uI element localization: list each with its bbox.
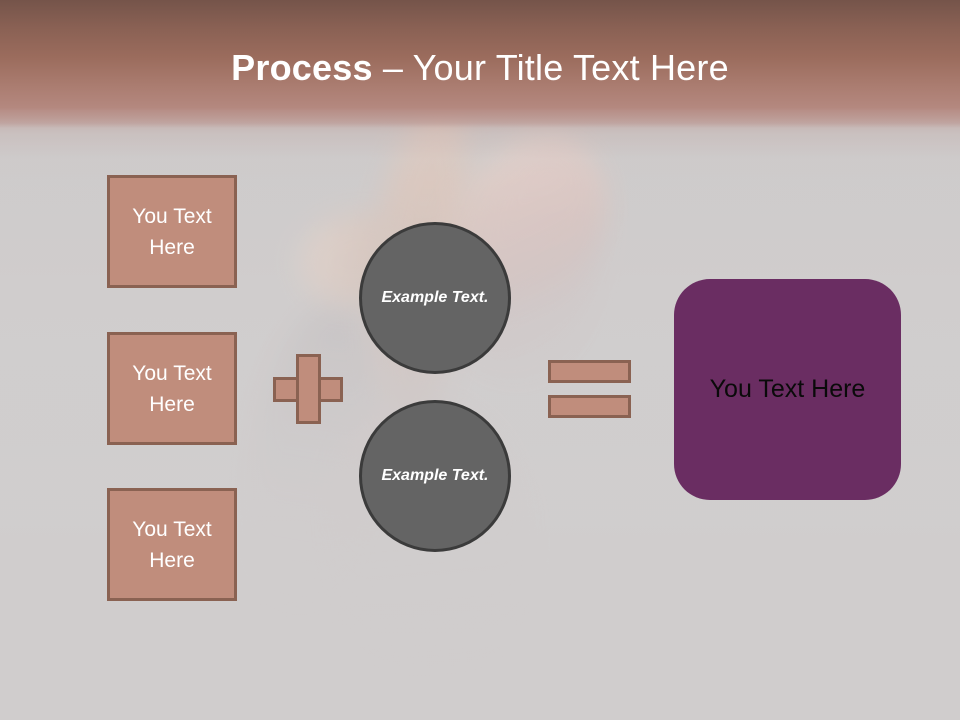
example-circle-1[interactable]: Example Text.: [359, 222, 511, 374]
page-title: Process – Your Title Text Here: [0, 48, 960, 88]
header-fade: [0, 110, 960, 180]
equals-top-bar: [548, 360, 631, 383]
example-circle-1-label: Example Text.: [381, 289, 489, 306]
equals-bottom-bar: [548, 395, 631, 418]
plus-center-fill: [299, 380, 318, 399]
input-box-3-label: You Text Here: [132, 517, 212, 572]
page-title-bold: Process: [231, 47, 373, 88]
example-circle-2-label: Example Text.: [381, 467, 489, 484]
input-box-2-label: You Text Here: [132, 361, 212, 416]
equals-icon: [548, 360, 631, 418]
input-box-1[interactable]: You Text Here: [107, 175, 237, 288]
input-box-1-label: You Text Here: [132, 204, 212, 259]
header-band: [0, 0, 960, 128]
plus-icon: [273, 354, 343, 424]
input-box-2[interactable]: You Text Here: [107, 332, 237, 445]
input-box-3[interactable]: You Text Here: [107, 488, 237, 601]
result-box[interactable]: You Text Here: [674, 279, 901, 500]
result-box-label: You Text Here: [709, 375, 866, 403]
page-title-rest: – Your Title Text Here: [372, 47, 729, 88]
example-circle-2[interactable]: Example Text.: [359, 400, 511, 552]
